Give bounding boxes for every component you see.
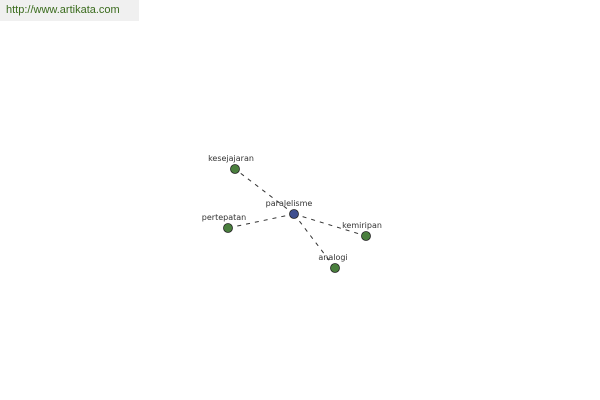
source-bar: http://www.artikata.com — [0, 0, 139, 21]
node-pertepatan-label: pertepatan — [202, 213, 246, 222]
edge-paralelisme-kesejajaran — [234, 168, 295, 215]
edge-paralelisme-pertepatan — [227, 213, 295, 229]
node-paralelisme-label: paralelisme — [266, 199, 313, 208]
node-analogi-dot[interactable] — [330, 263, 340, 273]
node-paralelisme-dot[interactable] — [289, 209, 299, 219]
node-kesejajaran-label: kesejajaran — [208, 154, 254, 163]
node-pertepatan[interactable]: pertepatan — [202, 213, 246, 233]
node-analogi-label: analogi — [318, 253, 347, 262]
node-kemiripan-label: kemiripan — [342, 221, 382, 230]
edge-paralelisme-kemiripan — [293, 213, 367, 237]
node-analogi[interactable]: analogi — [318, 253, 348, 273]
node-kesejajaran[interactable]: kesejajaran — [208, 154, 254, 174]
node-kesejajaran-dot[interactable] — [230, 164, 240, 174]
node-kemiripan-dot[interactable] — [361, 231, 371, 241]
source-link[interactable]: http://www.artikata.com — [6, 4, 120, 16]
node-kemiripan[interactable]: kemiripan — [342, 221, 382, 241]
nodes-layer: kesejajaran pertepatan kemiripan analogi… — [202, 154, 382, 273]
edges-layer — [227, 168, 367, 269]
node-pertepatan-dot[interactable] — [223, 223, 233, 233]
edge-paralelisme-analogi — [293, 213, 336, 269]
node-paralelisme[interactable]: paralelisme — [266, 199, 313, 219]
